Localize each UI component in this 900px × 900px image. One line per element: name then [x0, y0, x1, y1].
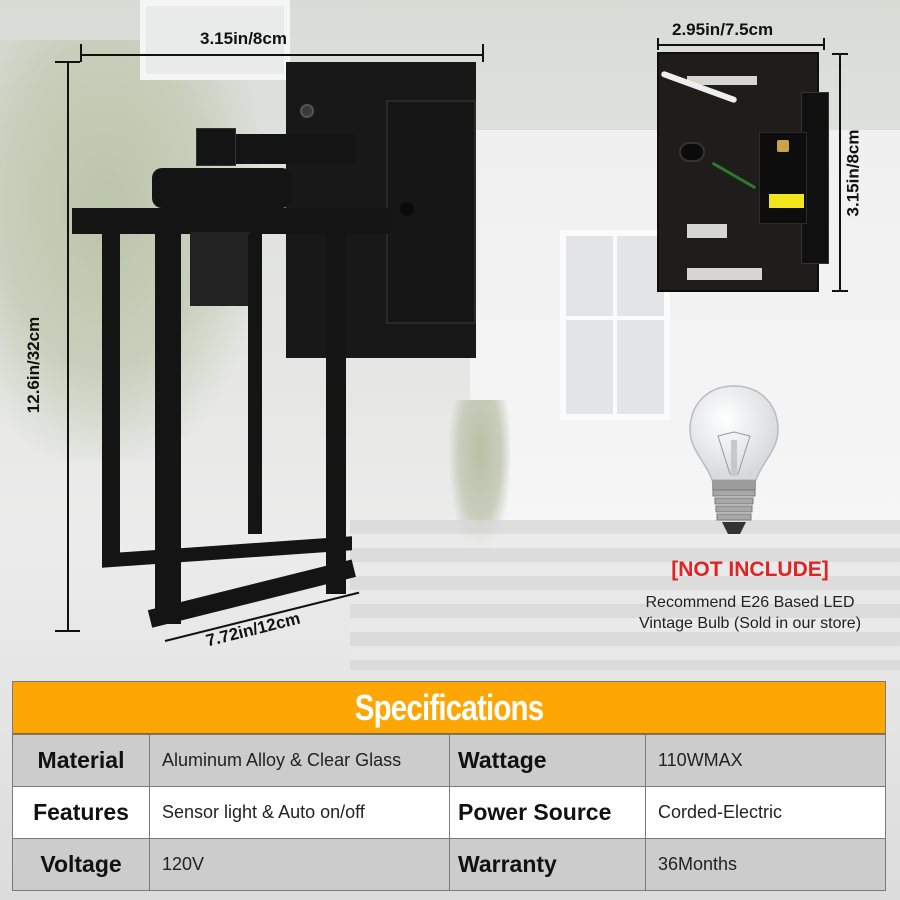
spec-label: Power Source: [450, 787, 646, 838]
background-window-top: [140, 0, 290, 80]
lamp-canopy: [152, 168, 292, 208]
not-included-warning: [NOT INCLUDE]: [671, 558, 829, 581]
spec-label: Voltage: [13, 839, 150, 890]
spec-label: Wattage: [450, 735, 646, 786]
table-row: Voltage 120V Warranty 36Months: [13, 838, 885, 890]
warning-label: [687, 224, 727, 238]
junction-box-image: [657, 52, 829, 292]
conductor-label: [687, 268, 762, 280]
bulb-recommendation-line1: Recommend E26 Based LED: [645, 594, 855, 611]
lamp-socket: [190, 232, 250, 306]
cover-knob: [400, 202, 414, 216]
spec-label: Features: [13, 787, 150, 838]
light-bulb-icon: [689, 385, 779, 534]
dimension-box-width-label: 2.95in/7.5cm: [672, 20, 774, 39]
specifications-header: Specifications: [13, 682, 885, 734]
spec-value: Sensor light & Auto on/off: [150, 787, 450, 838]
specifications-table: Specifications Material Aluminum Alloy &…: [12, 681, 886, 891]
spec-value: 120V: [150, 839, 450, 890]
spec-value: 36Months: [658, 854, 738, 874]
background-stairs: [350, 520, 900, 670]
ground-wire: [711, 161, 757, 190]
lamp-cover-plate: [386, 100, 476, 324]
lamp-post: [155, 234, 181, 624]
bulb-note: [NOT INCLUDE] Recommend E26 Based LED Vi…: [600, 558, 900, 634]
dimension-depth-label: 7.72in/12cm: [204, 608, 303, 651]
dimension-width-label: 3.15in/8cm: [200, 29, 287, 48]
spec-label: Material: [13, 735, 150, 786]
sensor-module: [759, 132, 807, 224]
lamp-top-frame: [72, 208, 392, 234]
sensor-sticker: [769, 194, 804, 208]
spec-label: Warranty: [450, 839, 646, 890]
lamp-bottom-frame-back: [102, 536, 352, 568]
specifications-title: Specifications: [354, 686, 544, 728]
spec-value: Aluminum Alloy & Clear Glass: [150, 735, 450, 786]
bulb-recommendation-line2: Vintage Bulb (Sold in our store): [638, 615, 862, 632]
lamp-post: [248, 234, 262, 534]
table-row: Features Sensor light & Auto on/off Powe…: [13, 786, 885, 838]
wire-grommet: [679, 142, 705, 162]
background-window: [560, 230, 670, 420]
table-row: Material Aluminum Alloy & Clear Glass Wa…: [13, 734, 885, 786]
spec-value: Corded-Electric: [658, 802, 783, 822]
spec-value: 110WMAX: [658, 750, 743, 770]
dimension-height-label: 12.6in/32cm: [24, 316, 44, 414]
lamp-post: [326, 234, 346, 594]
sensor-adjust-knob: [777, 140, 789, 152]
lamp-post: [102, 234, 120, 554]
photocell-sensor-icon: [300, 104, 314, 118]
rating-label: [687, 76, 757, 85]
lamp-arm-joint: [196, 128, 236, 166]
dimension-box-height-label: 3.15in/8cm: [843, 129, 863, 217]
